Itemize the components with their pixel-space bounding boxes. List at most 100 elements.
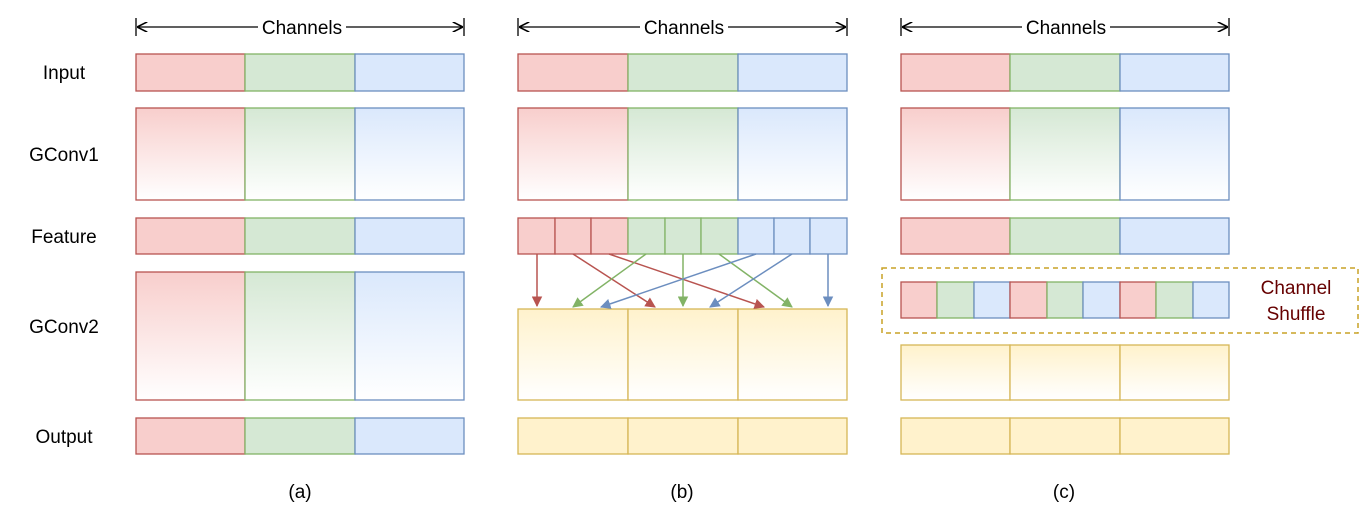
feature-group-green bbox=[244, 217, 356, 255]
input-group-blue bbox=[737, 53, 848, 92]
gconv2-group-yellow bbox=[1009, 344, 1121, 401]
shuffled-subchannel-blue bbox=[1192, 281, 1230, 319]
gconv2-group-green bbox=[244, 271, 356, 401]
channels-label-b: Channels bbox=[644, 18, 724, 39]
shuffled-subchannel-red bbox=[900, 281, 938, 319]
feature-group-blue bbox=[1119, 217, 1230, 255]
input-block-b bbox=[517, 53, 848, 92]
channels-span-c: Channels bbox=[900, 18, 1230, 39]
input-block-c bbox=[900, 53, 1230, 92]
gconv1-block-c bbox=[900, 107, 1230, 201]
channels-span-a: Channels bbox=[135, 18, 465, 39]
row-label-gconv1: GConv1 bbox=[29, 145, 99, 166]
feature-block-c bbox=[900, 217, 1230, 255]
channel-shuffle-border bbox=[881, 267, 1359, 334]
channel-shuffle-label-line1: Channel bbox=[1261, 278, 1332, 299]
channel-shuffle-box: Channel Shuffle bbox=[881, 267, 1359, 334]
output-group-yellow bbox=[900, 417, 1011, 455]
shuffled-subchannel-green bbox=[936, 281, 975, 319]
row-label-input: Input bbox=[43, 63, 86, 84]
output-block-c bbox=[900, 417, 1230, 455]
input-block-a bbox=[135, 53, 465, 92]
feature-group-red bbox=[900, 217, 1011, 255]
output-group-yellow bbox=[1119, 417, 1230, 455]
gconv1-group-blue bbox=[354, 107, 465, 201]
gconv1-group-green bbox=[1009, 107, 1121, 201]
gconv2-group-red bbox=[135, 271, 246, 401]
gconv2-group-yellow bbox=[627, 308, 739, 401]
gconv1-group-red bbox=[900, 107, 1011, 201]
feature-subchannel-red bbox=[517, 217, 556, 255]
input-group-red bbox=[900, 53, 1011, 92]
output-group-yellow bbox=[517, 417, 629, 455]
output-group-yellow bbox=[627, 417, 739, 455]
gconv1-group-blue bbox=[1119, 107, 1230, 201]
caption-c: (c) bbox=[1053, 482, 1075, 503]
shuffled-subchannel-green bbox=[1155, 281, 1194, 319]
input-group-red bbox=[135, 53, 246, 92]
input-group-green bbox=[1009, 53, 1121, 92]
gconv2-group-yellow bbox=[737, 308, 848, 401]
output-group-green bbox=[244, 417, 356, 455]
gconv1-block-a bbox=[135, 107, 465, 201]
gconv2-block-b bbox=[517, 308, 848, 401]
input-group-red bbox=[517, 53, 629, 92]
shuffled-subchannel-blue bbox=[973, 281, 1011, 319]
gconv1-group-red bbox=[517, 107, 629, 201]
feature-subchannel-blue bbox=[737, 217, 775, 255]
gconv2-block-c bbox=[900, 344, 1230, 401]
output-group-red bbox=[135, 417, 246, 455]
channel-shuffle-label-line2: Shuffle bbox=[1267, 304, 1326, 325]
feature-subchannel-blue bbox=[773, 217, 811, 255]
gconv2-group-blue bbox=[354, 271, 465, 401]
gconv1-group-green bbox=[244, 107, 356, 201]
feature-group-blue bbox=[354, 217, 465, 255]
gconv1-group-red bbox=[135, 107, 246, 201]
gconv2-group-yellow bbox=[900, 344, 1011, 401]
output-group-blue bbox=[354, 417, 465, 455]
feature-subchannel-green bbox=[700, 217, 739, 255]
shuffle-arrow-red bbox=[572, 253, 656, 308]
shuffled-subchannel-red bbox=[1119, 281, 1157, 319]
input-group-green bbox=[244, 53, 356, 92]
input-group-blue bbox=[1119, 53, 1230, 92]
shuffled-subchannel-red bbox=[1009, 281, 1048, 319]
channels-span-b: Channels bbox=[517, 18, 848, 39]
input-group-blue bbox=[354, 53, 465, 92]
feature-subchannel-red bbox=[554, 217, 592, 255]
output-block-b bbox=[517, 417, 848, 455]
shuffle-arrow-green bbox=[572, 253, 647, 308]
caption-b: (b) bbox=[670, 482, 693, 503]
shuffled-subchannel-green bbox=[1046, 281, 1084, 319]
panel-c: Channels bbox=[881, 18, 1359, 503]
panel-b: Channels bbox=[517, 18, 848, 503]
gconv2-group-yellow bbox=[1119, 344, 1230, 401]
shuffle-arrow-red bbox=[608, 253, 765, 309]
panel-a: Channels (a bbox=[135, 18, 465, 503]
gconv1-group-blue bbox=[737, 107, 848, 201]
output-group-yellow bbox=[737, 417, 848, 455]
gconv1-block-b bbox=[517, 107, 848, 201]
output-block-a bbox=[135, 417, 465, 455]
channels-label-c: Channels bbox=[1026, 18, 1106, 39]
shuffled-subchannel-blue bbox=[1082, 281, 1121, 319]
gconv1-group-green bbox=[627, 107, 739, 201]
shuffle-arrow-blue bbox=[600, 253, 757, 309]
caption-a: (a) bbox=[288, 482, 311, 503]
shuffle-arrows bbox=[531, 253, 834, 309]
row-label-output: Output bbox=[35, 427, 93, 448]
feature-subchannel-blue bbox=[809, 217, 848, 255]
feature-group-green bbox=[1009, 217, 1121, 255]
input-group-green bbox=[627, 53, 739, 92]
feature-subchannel-green bbox=[664, 217, 702, 255]
feature-block-b bbox=[517, 217, 848, 255]
channels-label-a: Channels bbox=[262, 18, 342, 39]
output-group-yellow bbox=[1009, 417, 1121, 455]
row-label-gconv2: GConv2 bbox=[29, 317, 99, 338]
shuffle-arrow-blue bbox=[709, 253, 793, 308]
gconv2-block-a bbox=[135, 271, 465, 401]
gconv2-group-yellow bbox=[517, 308, 629, 401]
feature-subchannel-green bbox=[627, 217, 666, 255]
row-label-feature: Feature bbox=[31, 227, 96, 248]
